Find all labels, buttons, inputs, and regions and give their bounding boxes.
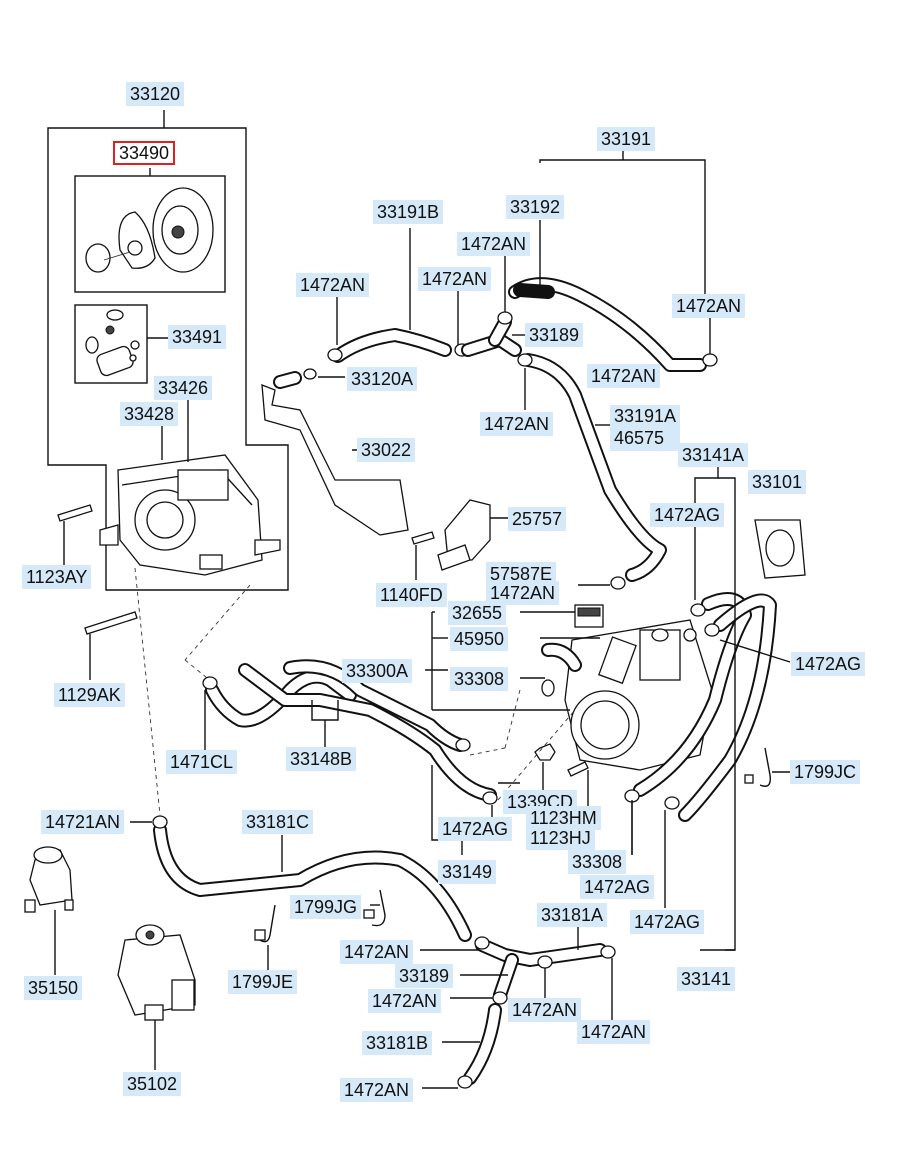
part-label-1129AK[interactable]: 1129AK <box>54 683 125 707</box>
part-label-33191[interactable]: 33191 <box>597 127 656 151</box>
part-label-33491[interactable]: 33491 <box>168 325 227 349</box>
part-label-1472AN[interactable]: 1472AN <box>672 294 746 318</box>
part-label-1472AN[interactable]: 1472AN <box>577 1020 651 1044</box>
part-label-33181A[interactable]: 33181A <box>537 903 608 927</box>
part-label-32655[interactable]: 32655 <box>448 601 507 625</box>
part-label-1472AG[interactable]: 1472AG <box>580 875 655 899</box>
part-label-1472AN[interactable]: 1472AN <box>480 412 554 436</box>
part-label-1472AG[interactable]: 1472AG <box>630 910 705 934</box>
part-label-1799JE[interactable]: 1799JE <box>228 970 298 994</box>
part-label-1472AN[interactable]: 1472AN <box>340 940 414 964</box>
part-label-33120[interactable]: 33120 <box>126 82 185 106</box>
part-label-45950[interactable]: 45950 <box>450 627 509 651</box>
part-label-1799JG[interactable]: 1799JG <box>290 895 362 919</box>
part-label-33141[interactable]: 33141 <box>677 967 736 991</box>
part-label-1472AN[interactable]: 1472AN <box>296 273 370 297</box>
part-label-33191A-46575[interactable]: 33191A 46575 <box>610 405 681 451</box>
part-label-33181B[interactable]: 33181B <box>362 1031 433 1055</box>
part-label-35150[interactable]: 35150 <box>24 976 83 1000</box>
part-label-33308[interactable]: 33308 <box>568 850 627 874</box>
part-label-1472AG[interactable]: 1472AG <box>650 503 725 527</box>
part-label-1471CL[interactable]: 1471CL <box>166 750 238 774</box>
part-label-33300A[interactable]: 33300A <box>342 659 413 683</box>
part-label-1472AN[interactable]: 1472AN <box>508 998 582 1022</box>
part-label-35102[interactable]: 35102 <box>123 1072 182 1096</box>
part-label-33120A[interactable]: 33120A <box>347 367 418 391</box>
part-label-33149[interactable]: 33149 <box>438 860 497 884</box>
part-label-1123HJ[interactable]: 1123HJ <box>526 826 595 850</box>
part-label-33181C[interactable]: 33181C <box>242 810 314 834</box>
part-label-33141A[interactable]: 33141A <box>678 443 749 467</box>
part-label-33101[interactable]: 33101 <box>748 470 807 494</box>
part-label-33490-selected[interactable]: 33490 <box>113 141 176 165</box>
part-label-1472AN[interactable]: 1472AN <box>457 232 531 256</box>
part-label-33308[interactable]: 33308 <box>450 667 509 691</box>
part-label-33191B[interactable]: 33191B <box>373 200 444 224</box>
part-label-33426[interactable]: 33426 <box>154 376 213 400</box>
part-label-1472AN[interactable]: 1472AN <box>587 364 661 388</box>
part-label-1472AG[interactable]: 1472AG <box>791 652 866 676</box>
part-label-1472AN[interactable]: 1472AN <box>418 267 492 291</box>
part-label-33148B[interactable]: 33148B <box>286 747 357 771</box>
part-label-1140FD[interactable]: 1140FD <box>376 583 447 607</box>
part-label-33192[interactable]: 33192 <box>506 195 565 219</box>
part-label-33189[interactable]: 33189 <box>395 964 454 988</box>
part-label-25757[interactable]: 25757 <box>508 507 567 531</box>
part-label-14721AN[interactable]: 14721AN <box>41 810 125 834</box>
part-label-33022[interactable]: 33022 <box>357 438 416 462</box>
part-label-33189[interactable]: 33189 <box>525 323 584 347</box>
part-label-1472AN[interactable]: 1472AN <box>340 1078 414 1102</box>
part-label-1799JC[interactable]: 1799JC <box>790 760 861 784</box>
part-label-1123AY[interactable]: 1123AY <box>22 565 92 589</box>
part-label-1472AN[interactable]: 1472AN <box>368 989 442 1013</box>
part-label-33428[interactable]: 33428 <box>120 402 179 426</box>
part-label-1472AG[interactable]: 1472AG <box>438 817 513 841</box>
